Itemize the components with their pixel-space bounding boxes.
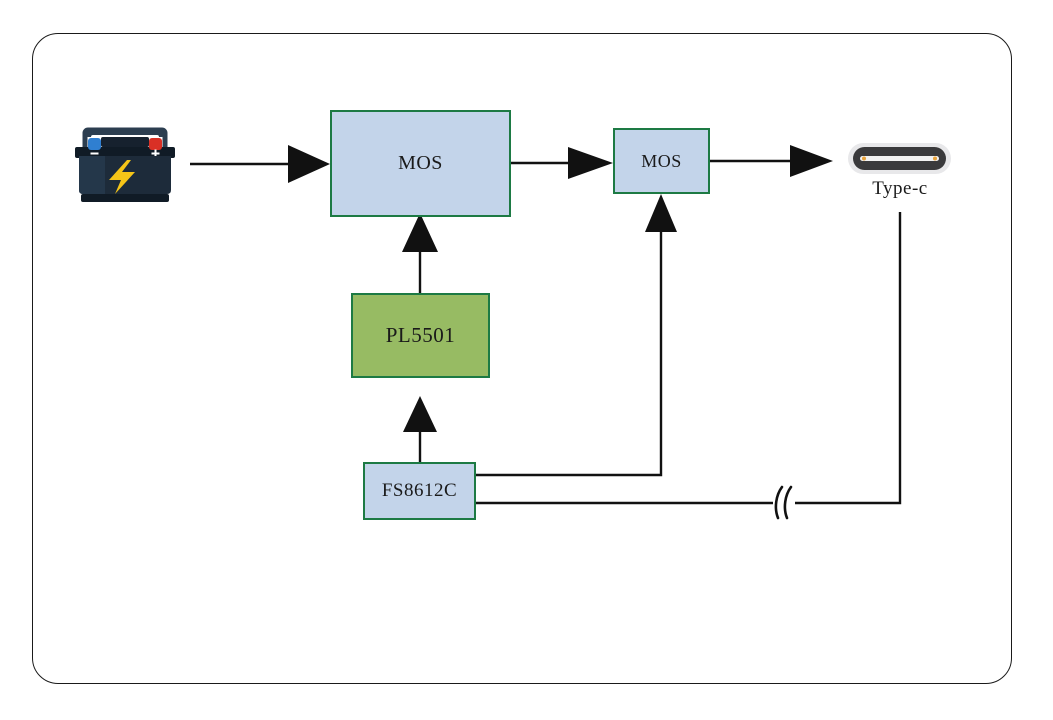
wire-fs8612c-to-mos2	[476, 218, 663, 477]
arrowhead-to-mos1	[288, 145, 330, 183]
block-mos-secondary[interactable]: MOS	[613, 128, 710, 194]
battery-icon	[75, 127, 175, 202]
arrowheads	[288, 145, 833, 432]
block-mos-main[interactable]: MOS	[330, 110, 511, 217]
arrowhead-to-mos2	[568, 147, 613, 179]
arrowhead-up-to-mos2-gate	[645, 194, 677, 232]
arrowhead-to-typec	[790, 145, 833, 177]
typec-label: Type-c	[872, 178, 928, 199]
block-fs8612c[interactable]: FS8612C	[363, 462, 476, 520]
wire-break-symbol	[774, 485, 793, 520]
usb-type-c-connector-icon	[848, 143, 951, 174]
outer-rounded-frame	[32, 33, 1012, 684]
arrowhead-up-to-pl5501	[403, 396, 437, 432]
wire-fs8612c-to-typec-right	[795, 212, 902, 505]
block-pl5501[interactable]: PL5501	[351, 293, 490, 378]
arrowhead-up-to-mos1	[402, 213, 438, 252]
